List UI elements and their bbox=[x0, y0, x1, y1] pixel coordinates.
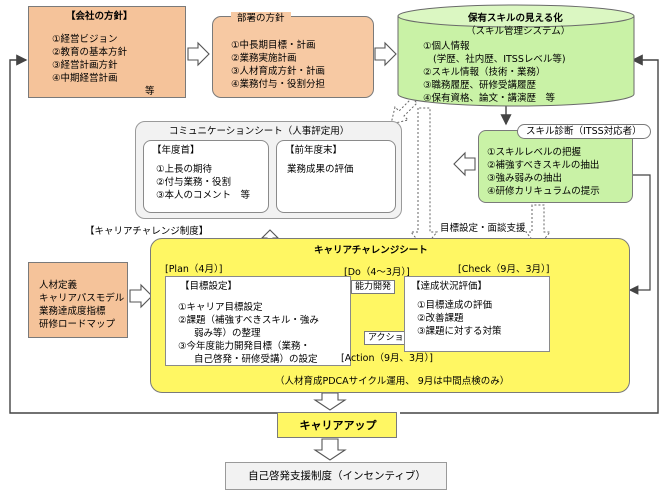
skill-system-item: ②スキル情報（技術・業務） bbox=[423, 67, 546, 78]
company-to-dept-arrow bbox=[187, 41, 210, 67]
evaluation-item: ②改善課題 bbox=[417, 313, 464, 324]
company-policy-item: ④中期経営計画 bbox=[52, 73, 118, 84]
comm-sheet-end-item: 業務成果の評価 bbox=[287, 164, 354, 175]
career-challenge-sheet: キャリアチャレンジシート [Plan（4月）] [Do（4～3月）] [Chec… bbox=[150, 238, 630, 393]
feedback-loop-right bbox=[400, 54, 659, 414]
skill-diagnosis-title: スキル診断（ITSS対応者） bbox=[517, 124, 651, 139]
goal-setting-item: ③今年度能力開発目標（業務・ bbox=[178, 341, 311, 352]
goal-setting-title: 【目標設定】 bbox=[180, 281, 238, 292]
diag-to-comm-arrow bbox=[453, 151, 476, 177]
skill-diagnosis-item: ②補強すべきスキルの抽出 bbox=[487, 160, 600, 171]
action-phase-label: [Action（9月、3月）] bbox=[341, 353, 434, 364]
evaluation-panel: 【達成状況評価】 ①目標達成の評価 ②改善課題 ③課題に対する対策 bbox=[404, 276, 550, 352]
talent-definition-item: 業務達成度指標 bbox=[39, 306, 106, 317]
skill-system-subtitle: （スキル管理システム） bbox=[466, 26, 571, 37]
system-to-comm-dotted-arrow bbox=[390, 97, 418, 125]
company-policy-item: ②教育の基本方針 bbox=[52, 47, 128, 58]
evaluation-title: 【達成状況評価】 bbox=[411, 281, 488, 292]
diag-to-sheet-connector bbox=[628, 174, 651, 295]
communication-sheet: コミュニケーションシート（人事評定用） 【年度首】 ①上長の期待 ②付与業務・役… bbox=[135, 121, 402, 219]
comm-sheet-start-item: ①上長の期待 bbox=[156, 164, 213, 175]
department-policy-box: 部署の方針 ①中長期目標・計画 ②業務実施計画 ③人材育成方針・計画 ④業務付与… bbox=[212, 12, 374, 98]
talent-to-sheet-arrow bbox=[129, 283, 153, 309]
evaluation-item: ③課題に対する対策 bbox=[417, 326, 502, 337]
goal-support-label: 目標設定・面談支援 bbox=[440, 223, 526, 234]
plan-phase-label: [Plan（4月）] bbox=[165, 264, 223, 275]
incentive-box: 自己啓発支援制度（インセンティブ） bbox=[225, 462, 447, 490]
goal-setting-item: 弱み等）の整理 bbox=[194, 328, 261, 339]
goal-setting-item: 自己啓発・研修受講）の設定 bbox=[194, 354, 318, 365]
department-policy-item: ①中長期目標・計画 bbox=[231, 40, 316, 51]
skill-diagnosis-item: ①スキルレベルの把握 bbox=[487, 147, 582, 158]
company-policy-box: 【会社の方針】 ①経営ビジョン ②教育の基本方針 ③経営計画方針 ④中期経営計画… bbox=[28, 6, 186, 98]
department-policy-item: ②業務実施計画 bbox=[231, 53, 297, 64]
talent-definition-box: 人材定義 キャリアパスモデル 業務達成度指標 研修ロードマップ bbox=[28, 262, 128, 338]
skill-system-title: 保有スキルの見える化 bbox=[468, 13, 563, 24]
ability-development-tag: 能力開発 bbox=[351, 280, 396, 294]
dept-to-system-arrow bbox=[374, 41, 397, 67]
system-to-sheet-dotted-arrow bbox=[409, 107, 439, 249]
goal-setting-panel: 【目標設定】 ①キャリア目標設定 ②課題（補強すべきスキル・強み 弱み等）の整理… bbox=[165, 276, 351, 366]
company-policy-item: ①経営ビジョン bbox=[52, 34, 118, 45]
do-phase-label: [Do（4～3月）] bbox=[344, 267, 410, 278]
comm-sheet-start-item: ③本人のコメント 等 bbox=[156, 190, 251, 201]
skill-diagnosis-item: ③強み弱みの抽出 bbox=[487, 173, 563, 184]
comm-sheet-start-title: 【年度首】 bbox=[152, 145, 200, 156]
sheet-to-careerup-arrow bbox=[313, 392, 347, 411]
feedback-loop-left bbox=[9, 54, 316, 414]
department-policy-item: ③人材育成方針・計画 bbox=[231, 66, 326, 77]
evaluation-item: ①目標達成の評価 bbox=[417, 300, 493, 311]
comm-sheet-end-title: 【前年度末】 bbox=[285, 145, 343, 156]
skill-system-item: ①個人情報 bbox=[423, 41, 470, 52]
skill-system-item: ④保有資格、論文・講演歴 等 bbox=[423, 93, 556, 104]
career-sheet-title: キャリアチャレンジシート bbox=[314, 245, 428, 256]
department-policy-title: 部署の方針 bbox=[231, 12, 291, 25]
talent-definition-item: 人材定義 bbox=[39, 280, 78, 291]
company-policy-item: ③経営計画方針 bbox=[52, 60, 118, 71]
communication-sheet-title: コミュニケーションシート（人事評定用） bbox=[169, 126, 350, 137]
career-challenge-label: 【キャリアチャレンジ制度】 bbox=[85, 226, 209, 237]
careerup-to-incentive-arrow bbox=[313, 438, 347, 461]
company-policy-title: 【会社の方針】 bbox=[66, 11, 133, 22]
comm-sheet-start-item: ②付与業務・役割 bbox=[156, 177, 232, 188]
talent-definition-item: 研修ロードマップ bbox=[39, 319, 116, 330]
skill-system-cylinder bbox=[397, 4, 635, 107]
skill-diagnosis-item: ④研修カリキュラムの提示 bbox=[487, 186, 600, 197]
company-policy-item: 等 bbox=[145, 86, 155, 97]
goal-setting-item: ②課題（補強すべきスキル・強み bbox=[178, 315, 319, 326]
comm-sheet-start-panel: 【年度首】 ①上長の期待 ②付与業務・役割 ③本人のコメント 等 bbox=[143, 140, 269, 213]
skill-system-item: (学歴、社内歴、ITSSレベル等) bbox=[433, 54, 566, 65]
department-policy-item: ④業務付与・役割分担 bbox=[231, 79, 326, 90]
comm-sheet-end-panel: 【前年度末】 業務成果の評価 bbox=[276, 140, 396, 213]
incentive-label: 自己啓発支援制度（インセンティブ） bbox=[248, 470, 426, 482]
pdca-footer: （人材育成PDCAサイクル運用、 9月は中間点検のみ） bbox=[275, 376, 510, 387]
action-tag: アクション bbox=[364, 331, 417, 345]
goal-setting-item: ①キャリア目標設定 bbox=[178, 302, 263, 313]
talent-definition-item: キャリアパスモデル bbox=[39, 293, 125, 304]
check-phase-label: [Check（9月、3月）] bbox=[458, 264, 550, 275]
career-up-label: キャリアアップ bbox=[299, 419, 377, 432]
skill-system-item: ③職務履歴、研修受講履歴 bbox=[423, 80, 537, 91]
career-up-box: キャリアアップ bbox=[277, 412, 397, 438]
skill-diagnosis-box: スキル診断（ITSS対応者） ①スキルレベルの把握 ②補強すべきスキルの抽出 ③… bbox=[478, 124, 651, 203]
